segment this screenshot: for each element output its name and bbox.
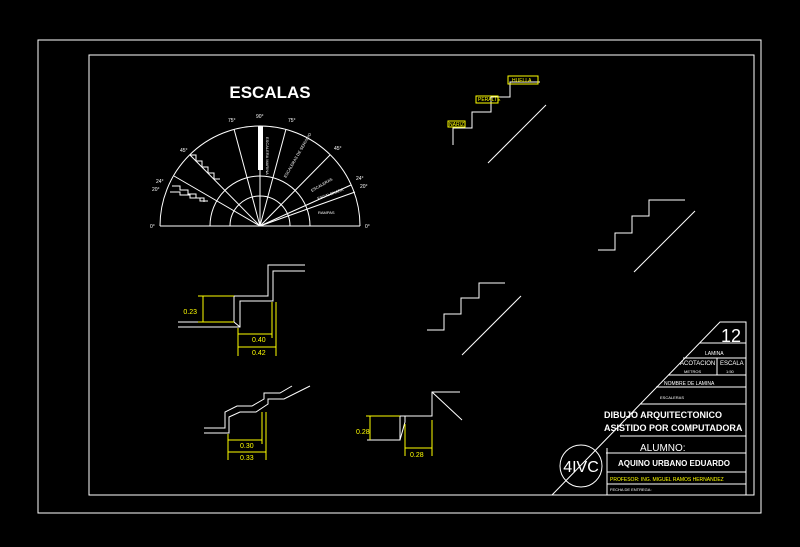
- angle-label-20-left: 20°: [152, 187, 160, 193]
- stair-underside-mid-right: [633, 210, 696, 273]
- stair-profile-20: [170, 191, 208, 202]
- alumno-label: ALUMNO:: [640, 443, 686, 454]
- outer-border: [37, 39, 762, 514]
- radial-45-right: [259, 154, 331, 227]
- peralte-box: [475, 95, 499, 104]
- course-line-1: DIBUJO ARQUITECTONICO: [604, 410, 722, 420]
- stair-profile-45: [190, 154, 220, 180]
- radial-75-right: [259, 128, 287, 227]
- nariz-box: [447, 120, 466, 128]
- detail2-label-w1: 0.30: [240, 443, 254, 450]
- radial-20-right: [259, 191, 356, 227]
- inner-border: [88, 54, 755, 496]
- detail3-steps-top: [367, 391, 460, 441]
- group-badge-text: 4IVC: [563, 459, 599, 476]
- label-nariz: NARIZ: [449, 122, 464, 128]
- stair-steps-labeled: [452, 81, 540, 145]
- stair-profile-center: [427, 282, 522, 356]
- fecha-line: FECHA DE ENTREGA:: [610, 487, 652, 492]
- angle-label-0-right: 0°: [365, 224, 370, 230]
- stair-angle-diagram: ESCALAS 0° 20° 24° 45° 75° 90° 75° 45: [150, 83, 370, 230]
- stair-underside-center: [461, 295, 522, 356]
- stair-detail-1: 0.23 0.40 0.42: [178, 264, 305, 357]
- huella-box: [507, 75, 539, 85]
- course-line-2: ASISTIDO POR COMPUTADORA: [604, 423, 743, 433]
- title-block: [551, 321, 747, 496]
- nombre-lamina-label: NOMBRE DE LAMINA: [664, 381, 715, 387]
- radial-30-left: [173, 175, 261, 227]
- sheet-number: 12: [721, 326, 741, 346]
- stair-detail-3: 0.28 0.28: [356, 391, 463, 459]
- stair-profile-24: [172, 185, 205, 202]
- acotacion-value: METROS: [684, 369, 701, 374]
- radial-24-right: [259, 184, 352, 227]
- angle-label-24-right: 24°: [356, 176, 364, 182]
- sector-label-escalera-marina: ESCALERA MARINA: [265, 137, 270, 175]
- detail3-label-height: 0.28: [356, 429, 370, 436]
- detail1-nosing-1: [233, 321, 241, 328]
- profesor-line: PROFESOR: ING. MIGUEL RAMOS HERNANDEZ: [610, 477, 724, 483]
- stair-profile-labeled: HUELLA PERALTE NARIZ: [447, 75, 547, 164]
- stair-steps-mid-right: [598, 199, 685, 251]
- stair-profile-mid-right: [598, 199, 696, 273]
- angle-label-45-right: 45°: [334, 146, 342, 152]
- angle-label-90: 90°: [256, 114, 264, 120]
- sheet-title: ESCALAS: [229, 83, 310, 102]
- escala-value: 1:50: [726, 369, 735, 374]
- escala-label: ESCALA: [720, 361, 744, 367]
- detail3-nosing: [399, 416, 406, 441]
- group-badge-circle: [559, 444, 603, 488]
- detail1-label-w2: 0.42: [252, 350, 266, 357]
- lamina-label: LAMINA: [705, 351, 724, 357]
- nombre-lamina-value: ESCALERAS: [660, 395, 684, 400]
- detail1-label-w1: 0.40: [252, 337, 266, 344]
- stair-underside: [487, 104, 547, 164]
- detail2-label-w2: 0.33: [240, 455, 254, 462]
- sector-label-rampas: RAMPAS: [318, 210, 335, 215]
- detail1-label-height: 0.23: [183, 309, 197, 316]
- title-block-text: 12 LAMINA ACOTACION METROS ESCALA 1:50 N…: [563, 326, 743, 492]
- acotacion-label: ACOTACION: [680, 361, 715, 367]
- detail3-label-w: 0.28: [410, 452, 424, 459]
- radial-75-left: [233, 128, 261, 227]
- angle-label-75-left: 75°: [228, 118, 236, 124]
- detail1-steps-bottom: [178, 270, 305, 328]
- title-block-outline: [551, 321, 747, 496]
- label-peralte: PERALTE: [478, 97, 501, 103]
- angle-label-45-left: 45°: [180, 148, 188, 154]
- detail2-steps-top: [204, 385, 293, 429]
- stair-detail-2: 0.30 0.33: [204, 385, 311, 462]
- label-huella: HUELLA: [512, 78, 532, 84]
- detail2-steps-bottom: [204, 385, 311, 434]
- angle-label-24-left: 24°: [156, 179, 164, 185]
- detail3-underside: [431, 391, 463, 421]
- alumno-name: AQUINO URBANO EDUARDO: [618, 459, 730, 468]
- angle-label-75-right: 75°: [288, 118, 296, 124]
- angle-label-0-left: 0°: [150, 224, 155, 230]
- stair-steps-center: [427, 282, 505, 331]
- marine-ladder-bar: [258, 126, 263, 170]
- angle-label-20-right: 20°: [360, 184, 368, 190]
